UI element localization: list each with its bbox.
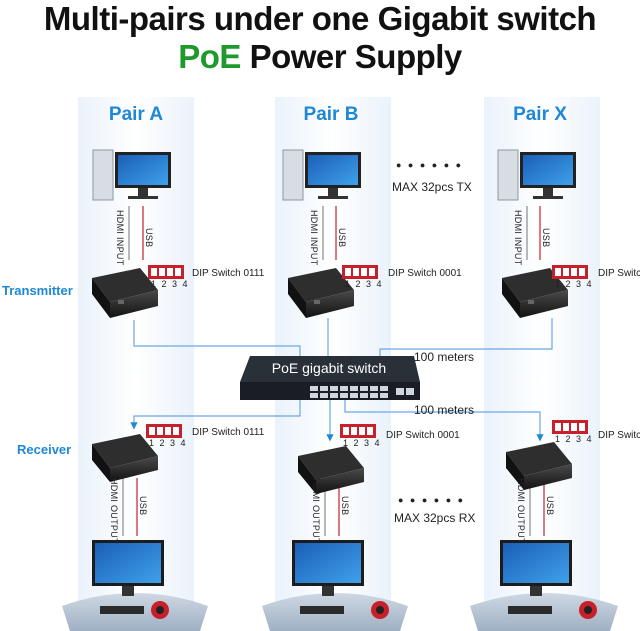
usb-label-rx-a: USB [138,496,148,516]
max-rx-label: MAX 32pcs RX [394,511,476,525]
tx-extender-a [92,268,158,318]
title-power-supply: Power Supply [240,38,463,75]
pair-x-label: Pair X [513,104,567,125]
tx-extender-b [288,268,354,318]
distance-rx-label: 100 meters [414,403,475,417]
tx-pc-a [92,149,171,201]
tx-pc-b [282,149,361,201]
rx-station-b [262,540,408,631]
dip-caption-tx-x: DIP Switc [598,268,640,279]
dip-switch-rx-x [552,420,588,434]
title-line-1: Multi-pairs under one Gigabit switch [43,0,597,37]
usb-label-tx-a: USB [144,228,154,248]
dip-numbers-rx-a: 1 2 3 4 [149,438,188,448]
tx-pc-x [497,149,576,201]
dip-switch-tx-x [552,265,588,279]
dip-switch-rx-b [340,424,376,438]
dip-numbers-rx-b: 1 2 3 4 [343,438,382,448]
max-tx-label: MAX 32pcs TX [392,180,472,194]
hdmi-input-label-b: HDMI INPUT [309,210,319,266]
tx-extender-x [502,268,568,318]
ellipsis-rx: ● ● ● ● ● ● [398,495,466,505]
dip-numbers-tx-x: 1 2 3 4 [555,279,594,289]
dip-caption-tx-a: DIP Switch 0111 [192,268,265,279]
rx-extender-x [506,442,572,490]
rx-station-a [62,540,208,631]
network-wires [130,318,553,442]
receiver-label: Receiver [17,442,72,457]
title-line-2: PoE Power Supply [0,38,640,76]
dip-caption-tx-b: DIP Switch 0001 [388,268,462,279]
rx-station-x [470,540,618,631]
dip-switch-tx-b [342,265,378,279]
pair-b-label: Pair B [303,104,359,125]
dip-numbers-tx-b: 1 2 3 4 [345,279,384,289]
dip-caption-rx-x: DIP Switc [598,430,640,441]
pair-a-label: Pair A [108,104,164,125]
dip-caption-rx-a: DIP Switch 0111 [192,427,265,438]
title-poe: PoE [178,38,241,75]
poe-switch [240,356,420,400]
usb-label-rx-x: USB [545,496,555,516]
transmitter-label: Transmitter [2,283,73,298]
usb-label-rx-b: USB [340,496,350,516]
rx-extender-b [298,446,364,494]
hdmi-input-label-x: HDMI INPUT [513,210,523,266]
hdmi-output-label-a: HDMI OUTPUT [109,478,119,544]
rx-extender-a [92,434,158,482]
ellipsis-tx: ● ● ● ● ● ● [396,160,464,170]
dip-switch-rx-a [146,424,182,438]
usb-label-tx-b: USB [337,228,347,248]
dip-caption-rx-b: DIP Switch 0001 [386,430,460,441]
hdmi-output-label-x: HDMI OUTPUT [516,478,526,544]
dip-switch-tx-a [148,265,184,279]
dip-numbers-tx-a: 1 2 3 4 [151,279,190,289]
hdmi-output-label-b: HDMI OUTPUT [311,478,321,544]
usb-label-tx-x: USB [541,228,551,248]
switch-label: PoE gigabit switch [271,360,387,376]
hdmi-input-label-a: HDMI INPUT [115,210,125,266]
dip-numbers-rx-x: 1 2 3 4 [555,434,594,444]
distance-tx-label: 100 meters [414,350,475,364]
